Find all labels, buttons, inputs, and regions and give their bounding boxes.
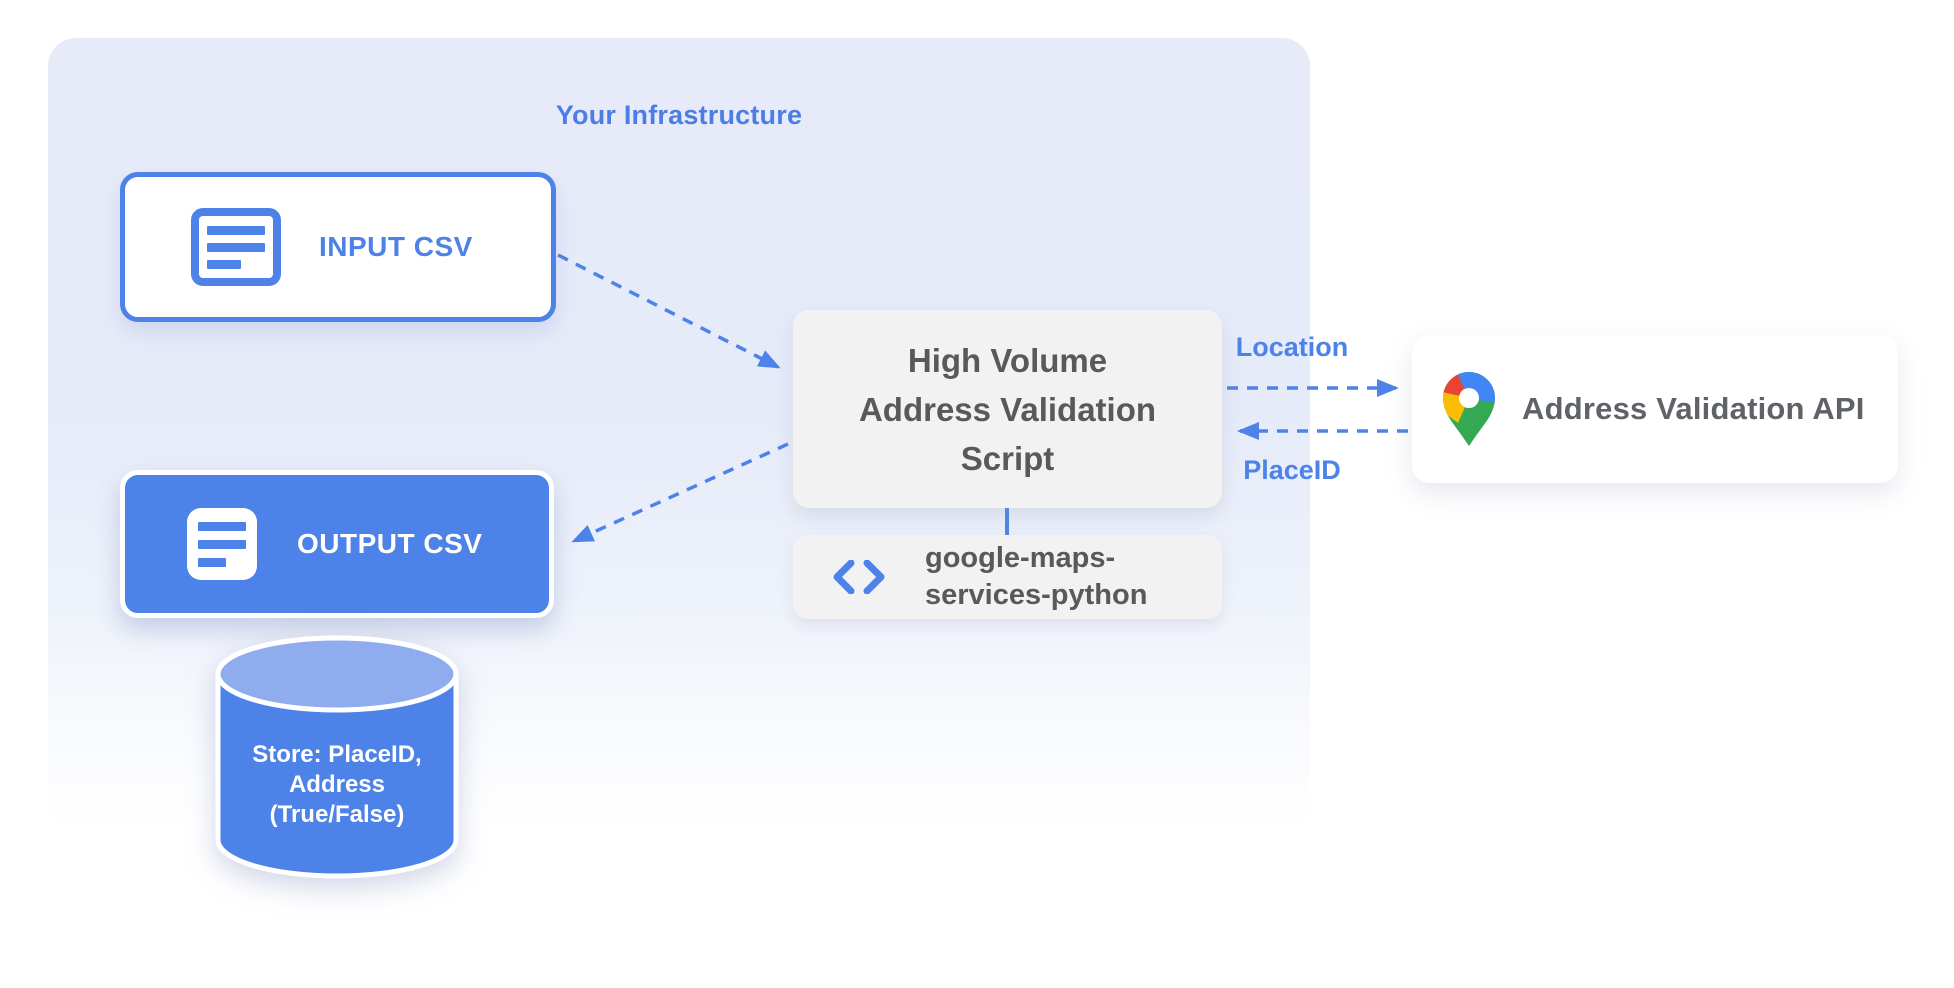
script-label-line: Address Validation — [858, 390, 1157, 428]
document-icon-line — [198, 521, 246, 531]
datastore-line: Address — [288, 771, 386, 798]
datastore-line: Store: PlaceID, — [252, 741, 422, 768]
document-icon-line — [207, 225, 265, 235]
google-maps-pin-icon — [1443, 372, 1495, 446]
datastore-line: (True/False) — [269, 801, 405, 828]
datastore-label: Store: PlaceID, Address (True/False) — [212, 740, 462, 830]
script-label-line: Script — [960, 439, 1055, 477]
document-icon-line — [198, 557, 226, 567]
placeid-edge-label: PlaceID — [1243, 455, 1341, 485]
cylinder-shape — [215, 635, 459, 879]
document-icon-line — [207, 259, 241, 269]
location-edge-label: Location — [1235, 332, 1349, 362]
output-csv-label: OUTPUT CSV — [297, 528, 483, 559]
library-label: google-maps- services-python — [925, 540, 1147, 614]
input-csv-node: INPUT CSV — [120, 172, 556, 322]
infrastructure-title: Your Infrastructure — [555, 100, 803, 130]
library-label-line: services-python — [925, 579, 1148, 611]
datastore-cylinder: Store: PlaceID, Address (True/False) — [212, 632, 462, 882]
document-icon — [187, 508, 257, 580]
document-icon-line — [207, 242, 265, 252]
library-node: google-maps- services-python — [793, 535, 1222, 619]
output-csv-node: OUTPUT CSV — [120, 470, 554, 618]
script-node: High Volume Address Validation Script — [793, 310, 1222, 508]
api-label: Address Validation API — [1522, 391, 1865, 426]
input-csv-label: INPUT CSV — [319, 231, 473, 262]
api-node: Address Validation API — [1412, 335, 1898, 483]
library-label-line: google-maps- — [925, 542, 1116, 574]
document-icon — [191, 208, 281, 286]
script-label-line: High Volume — [907, 341, 1108, 379]
document-icon-line — [198, 539, 246, 549]
code-icon — [833, 560, 885, 594]
